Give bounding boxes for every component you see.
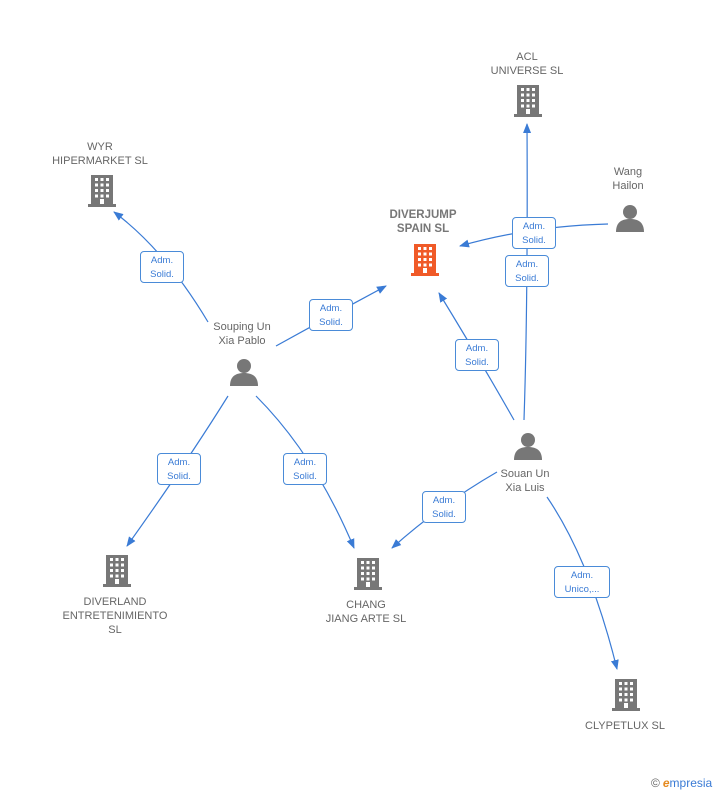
node-label-clypetlux[interactable]: CLYPETLUX SL [585, 720, 665, 732]
logo-e: e [662, 776, 670, 790]
edge-label-souan-diverjump[interactable]: Adm. Solid. [455, 339, 499, 371]
node-label-acl[interactable]: ACL UNIVERSE SL [490, 51, 564, 77]
person-icon-souan[interactable] [514, 433, 542, 460]
edge-label-souping-diverjump[interactable]: Adm. Solid. [309, 299, 353, 331]
node-label-souping[interactable]: Souping Un Xia Pablo [213, 321, 271, 347]
person-icon-wang[interactable] [616, 205, 644, 232]
building-icon-acl[interactable] [514, 85, 542, 117]
node-label-diverjump[interactable]: DIVERJUMP SPAIN SL [389, 209, 457, 235]
edge-label-souping-diverland[interactable]: Adm. Solid. [157, 453, 201, 485]
edge-label-souan-chang[interactable]: Adm. Solid. [422, 491, 466, 523]
empresia-logo[interactable]: ©empresia [651, 776, 712, 790]
building-icon-wyr[interactable] [88, 175, 116, 207]
building-icon-diverland[interactable] [103, 555, 131, 587]
node-label-wang[interactable]: Wang Hailon [612, 166, 644, 192]
node-label-diverland[interactable]: DIVERLAND ENTRETENIMIENTO SL [62, 596, 168, 636]
edge-label-souan-clypetlux[interactable]: Adm. Unico,... [554, 566, 610, 598]
person-icon-souping[interactable] [230, 359, 258, 386]
edge-label-wang-diverjump[interactable]: Adm. Solid. [512, 217, 556, 249]
edge-label-souping-chang[interactable]: Adm. Solid. [283, 453, 327, 485]
building-icon-clypetlux[interactable] [612, 679, 640, 711]
node-label-wyr[interactable]: WYR HIPERMARKET SL [52, 141, 148, 167]
copyright-symbol: © [651, 776, 660, 790]
edge-label-souping-wyr[interactable]: Adm. Solid. [140, 251, 184, 283]
building-icon-chang[interactable] [354, 558, 382, 590]
node-label-chang[interactable]: CHANG JIANG ARTE SL [325, 599, 407, 625]
node-label-souan[interactable]: Souan Un Xia Luis [500, 468, 550, 494]
edge-label-souan-acl[interactable]: Adm. Solid. [505, 255, 549, 287]
logo-text: mpresia [669, 776, 713, 790]
building-icon-diverjump[interactable] [411, 244, 439, 276]
